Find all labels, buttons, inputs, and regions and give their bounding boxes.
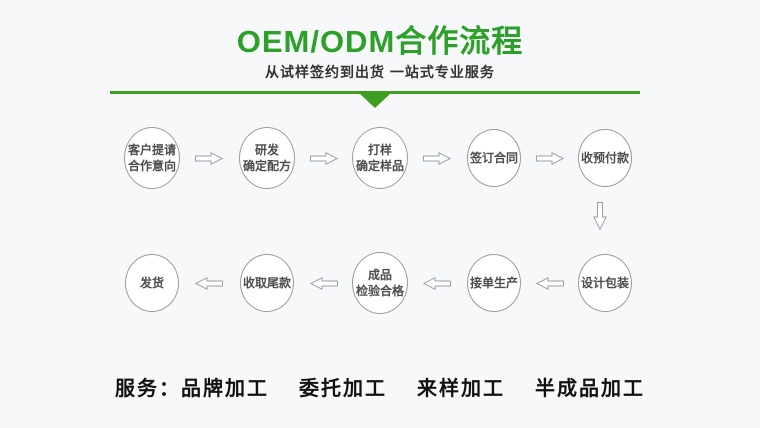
flow-step-sign-contract: 签订合同	[467, 129, 521, 187]
flow-step-production: 接单生产	[467, 254, 521, 312]
step-label-line: 确定配方	[242, 159, 291, 173]
arrow-down-icon	[593, 202, 607, 230]
arrow-left-icon	[310, 277, 338, 290]
triangle-down-icon	[360, 94, 390, 108]
flow-step-customer-request: 客户提请 合作意向	[124, 127, 180, 189]
divider-line	[110, 91, 640, 108]
step-label-line: 设计包装	[580, 275, 629, 290]
flow-step-shipment: 发货	[125, 254, 179, 312]
step-label-line: 成品	[367, 267, 392, 282]
page-subtitle: 从试样签约到出货 一站式专业服务	[265, 64, 495, 80]
step-label-line: 收取尾款	[242, 275, 291, 290]
flow-step-final-payment: 收取尾款	[240, 254, 294, 312]
flow-step-packaging-design: 设计包装	[578, 254, 632, 312]
flow-step-quality-inspection: 成品 检验合格	[352, 252, 408, 314]
step-label-line: 签订合同	[469, 150, 518, 165]
arrow-right-icon	[195, 152, 223, 165]
arrow-right-icon	[423, 152, 451, 165]
flow-step-sample-confirm: 打样 确定样品	[352, 127, 408, 189]
service-item: 委托加工	[299, 378, 387, 400]
flow-step-rd-formula: 研发 确定配方	[239, 127, 295, 189]
arrow-right-icon	[536, 152, 564, 165]
services-prefix: 服务：	[115, 378, 181, 400]
service-item: 来样加工	[417, 378, 505, 400]
step-label-line: 客户提请	[127, 142, 176, 157]
arrow-left-icon	[195, 277, 223, 290]
service-item: 品牌加工	[181, 378, 269, 400]
flow-step-advance-payment: 收预付款	[578, 129, 632, 187]
step-label-line: 检验合格	[355, 284, 404, 298]
arrow-left-icon	[536, 277, 564, 290]
step-label-line: 接单生产	[469, 275, 518, 290]
service-item: 半成品加工	[535, 378, 645, 400]
step-label-line: 收预付款	[580, 150, 629, 165]
step-label-line: 研发	[254, 142, 279, 157]
step-label-line: 发货	[139, 275, 164, 290]
services-line: 服务： 品牌加工 委托加工 来样加工 半成品加工	[0, 372, 760, 401]
arrow-left-icon	[423, 277, 451, 290]
arrow-right-icon	[310, 152, 338, 165]
step-label-line: 合作意向	[127, 159, 176, 173]
step-label-line: 打样	[367, 142, 392, 157]
step-label-line: 确定样品	[355, 159, 404, 173]
page-title: OEM/ODM合作流程	[236, 24, 524, 59]
